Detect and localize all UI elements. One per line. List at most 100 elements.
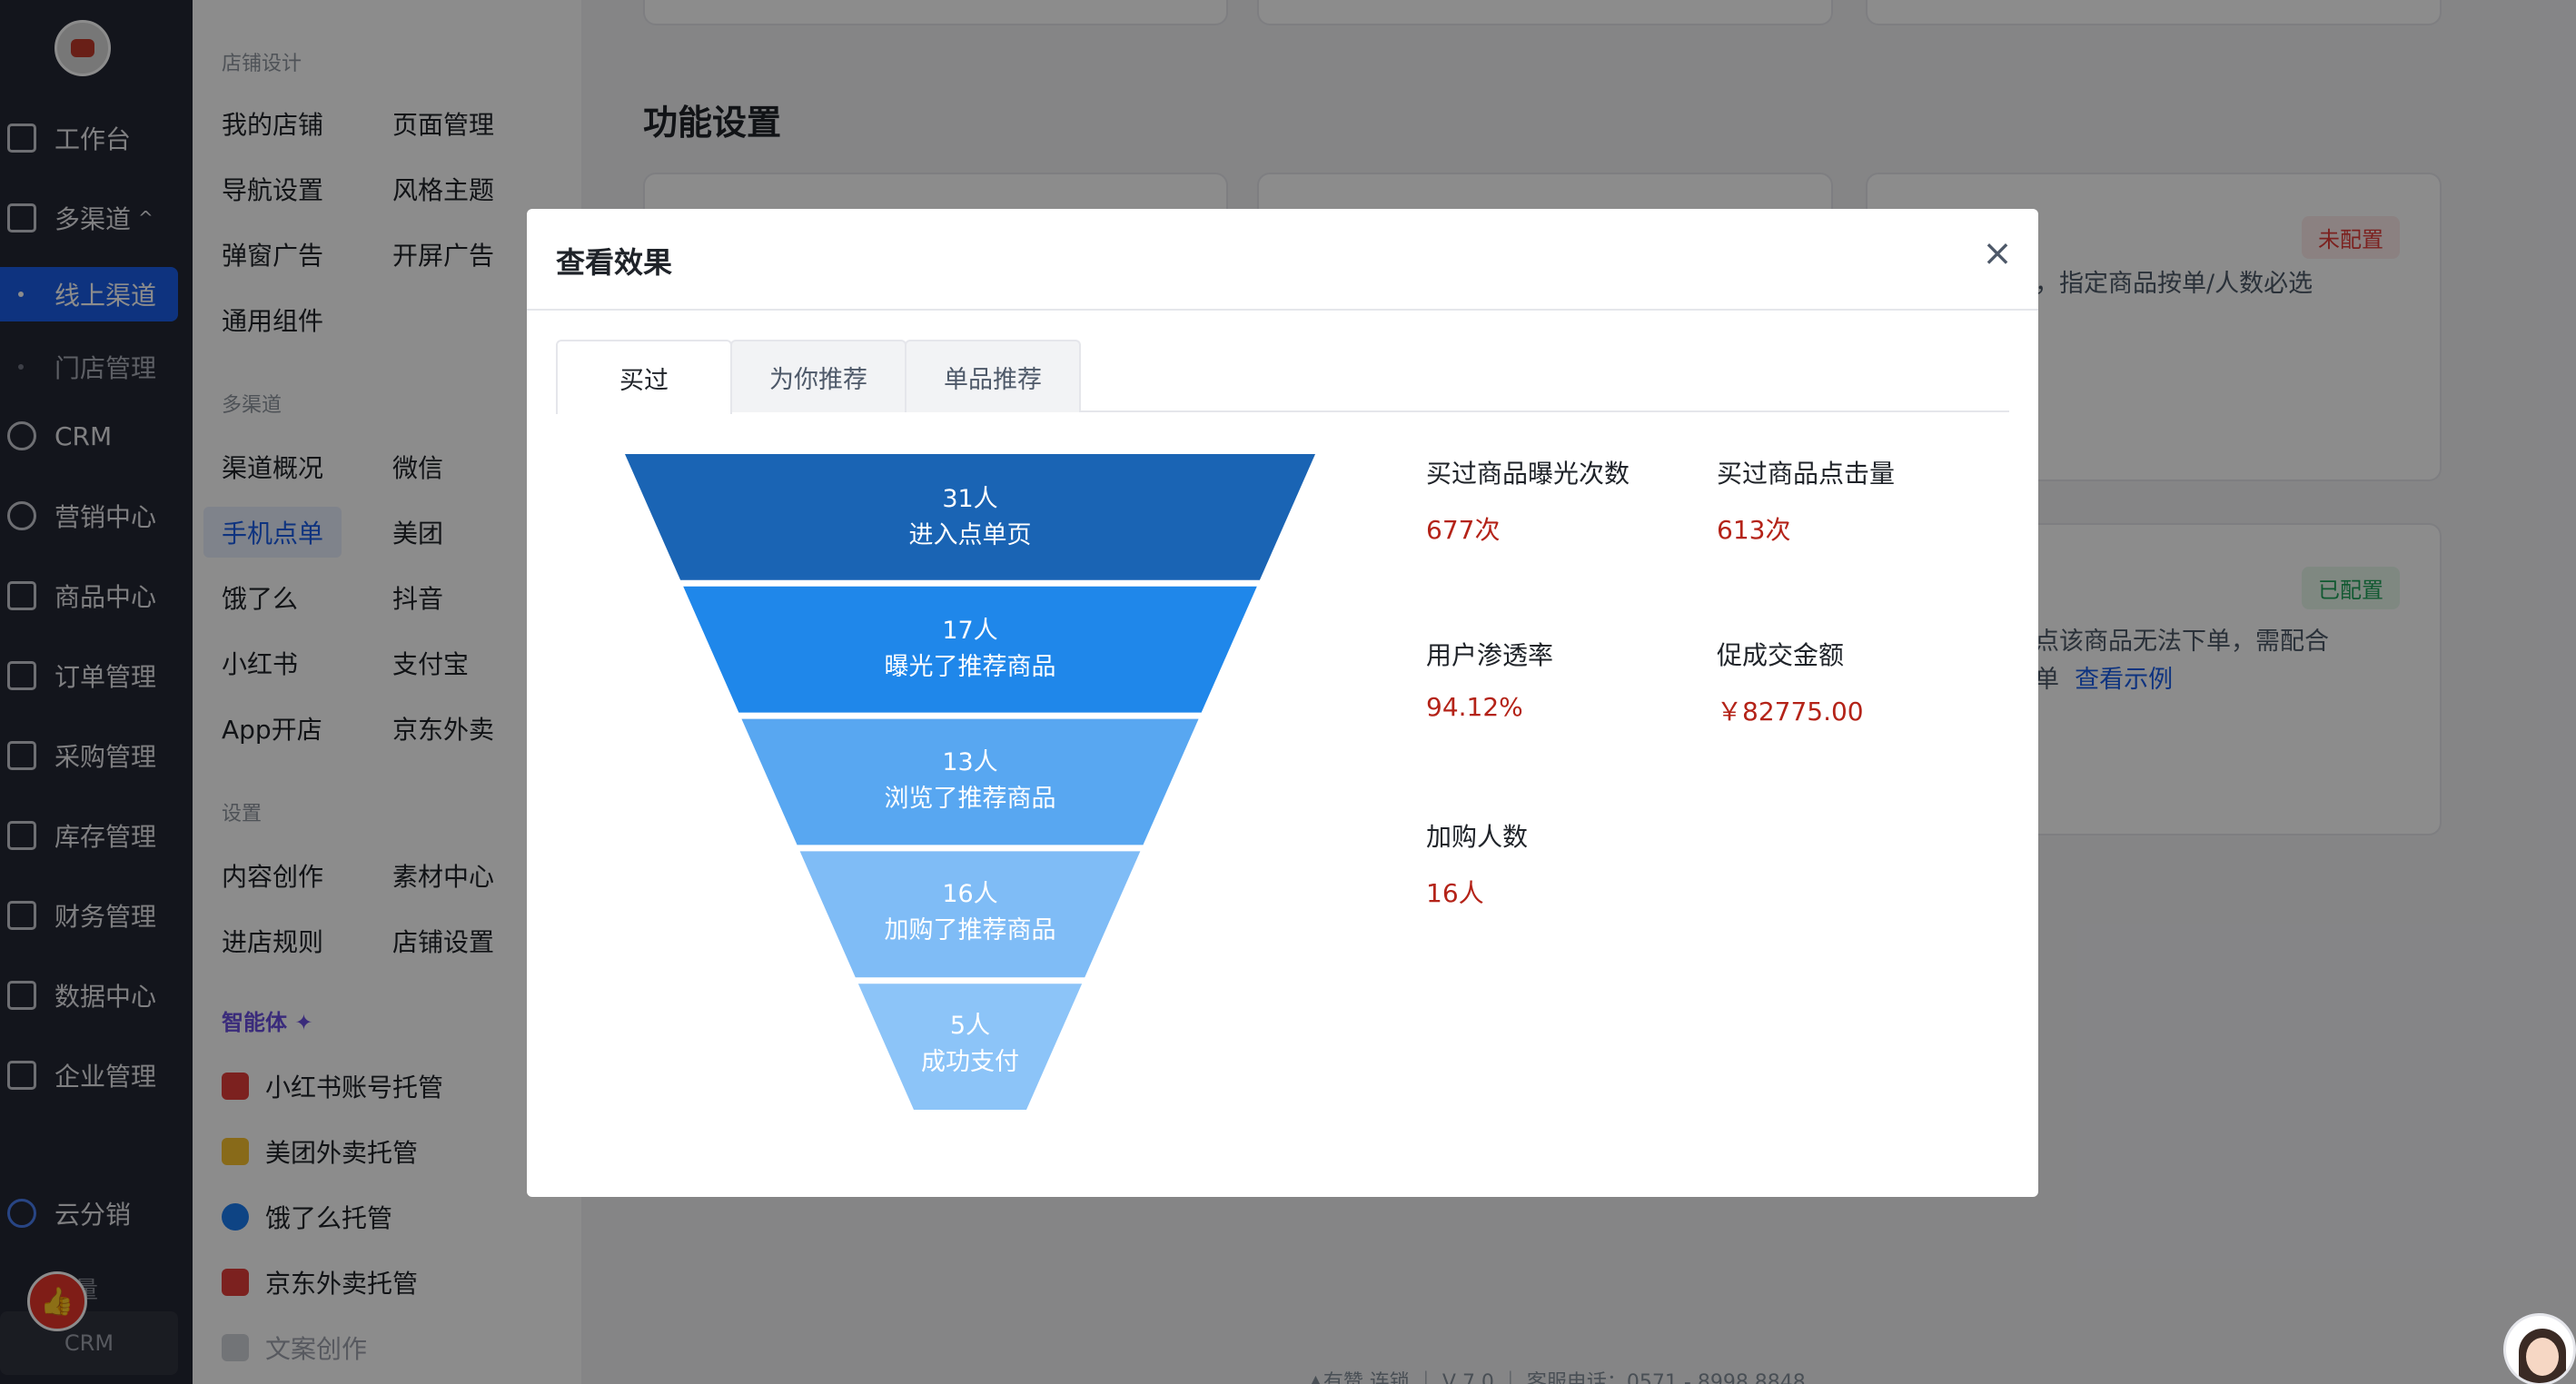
assistant-avatar[interactable] xyxy=(2503,1313,2576,1384)
menu-item[interactable]: 弹窗广告 xyxy=(222,241,324,271)
eleme-icon xyxy=(222,1203,249,1231)
card-description: 单时，指定商品按单/人数必选 xyxy=(1986,270,2313,298)
menu-group-title: 多渠道 xyxy=(222,394,282,417)
tool-copywriting[interactable]: 文案创作 xyxy=(222,1322,367,1373)
nav-label: 商品中心 xyxy=(54,582,157,612)
funnel-stage-label: 17人 曝光了推荐商品 xyxy=(618,613,1323,686)
tool-meituan[interactable]: 美团外卖托管 xyxy=(222,1126,418,1177)
chevron-up-icon: ^ xyxy=(138,207,154,229)
menu-item[interactable]: 进店规则 xyxy=(222,927,324,957)
finance-icon xyxy=(7,901,36,930)
nav-label: 采购管理 xyxy=(54,742,157,772)
funnel-stage-label: 13人 浏览了推荐商品 xyxy=(618,745,1323,817)
footer-text: ▲有赞 连锁 ｜ V 7.0 ｜ 客服电话：0571 - 8998 8848 xyxy=(1308,1371,1806,1384)
funnel-svg xyxy=(625,454,1315,1110)
stat-label: 买过商品点击量 xyxy=(1717,459,1896,489)
funnel-stage-label: 16人 加购了推荐商品 xyxy=(618,876,1323,949)
jd-takeaway-icon xyxy=(222,1269,249,1296)
menu-item[interactable]: 渠道概况 xyxy=(222,453,324,483)
stat-deal-amount: 促成交金额 ￥82775.00 xyxy=(1717,636,2007,728)
tool-jd-takeaway[interactable]: 京东外卖托管 xyxy=(222,1257,418,1308)
stat-click-count: 买过商品点击量 613次 xyxy=(1717,454,2007,547)
nav-label: CRM xyxy=(54,420,113,451)
menu-item[interactable]: 内容创作 xyxy=(222,862,324,892)
menu-item[interactable]: 小红书 xyxy=(222,649,299,679)
meituan-icon xyxy=(222,1138,249,1165)
view-effect-modal: 查看效果 × 买过 为你推荐 单品推荐 31人 进入点单页 17人 曝光了推荐商… xyxy=(527,209,2038,1197)
nav-item-data[interactable]: 数据中心 xyxy=(0,968,193,1023)
menu-item-active[interactable]: 手机点单 xyxy=(203,507,342,558)
modal-tabs: 买过 为你推荐 单品推荐 xyxy=(556,340,2009,414)
funnel-segment xyxy=(857,984,1083,1110)
tab-bought[interactable]: 买过 xyxy=(556,340,732,414)
menu-item[interactable]: 通用组件 xyxy=(222,306,324,336)
tool-eleme[interactable]: 饿了么托管 xyxy=(222,1191,392,1242)
menu-item[interactable]: 我的店铺 xyxy=(222,110,324,140)
top-card xyxy=(1257,0,1833,25)
warehouse-icon xyxy=(7,821,36,850)
nav-label: 营销中心 xyxy=(54,502,157,532)
nav-sub-online-channel[interactable]: 线上渠道 xyxy=(0,267,178,321)
xiaohongshu-icon xyxy=(222,1073,249,1100)
stat-value: 16人 xyxy=(1426,878,1484,908)
card-description-line: 客单点该商品无法下单，需配合 xyxy=(1986,628,2329,656)
tool-label: 京东外卖托管 xyxy=(265,1269,419,1299)
menu-group-title: 设置 xyxy=(222,803,263,825)
nav-item-inventory[interactable]: 库存管理 xyxy=(0,808,193,863)
nav-item-workbench[interactable]: 工作台 xyxy=(0,111,193,165)
view-example-link[interactable]: 查看示例 xyxy=(2075,666,2174,694)
funnel-stage-label: 5人 成功支付 xyxy=(618,1008,1323,1081)
thumbs-up-icon[interactable]: 👍 xyxy=(27,1271,87,1331)
nav-item-marketing[interactable]: 营销中心 xyxy=(0,489,193,543)
nav-item-finance[interactable]: 财务管理 xyxy=(0,888,193,943)
copywriting-icon xyxy=(222,1334,249,1361)
funnel-segment xyxy=(625,454,1315,580)
stat-value: 613次 xyxy=(1717,515,1791,545)
nav-label: 财务管理 xyxy=(54,902,157,932)
nav-sub-store-management[interactable]: 门店管理 xyxy=(0,340,178,394)
nav-label: 工作台 xyxy=(54,124,132,154)
section-title: 功能设置 xyxy=(643,103,782,143)
cloud-distribution-icon xyxy=(7,1199,36,1228)
nav-item-multichannel[interactable]: 多渠道 ^ xyxy=(0,191,193,245)
menu-item[interactable]: 京东外卖 xyxy=(392,715,495,745)
stat-value: 677次 xyxy=(1426,515,1501,545)
tool-xiaohongshu[interactable]: 小红书账号托管 xyxy=(222,1061,443,1112)
order-icon xyxy=(7,661,36,690)
funnel-stage-name: 曝光了推荐商品 xyxy=(884,653,1056,681)
menu-item[interactable]: 微信 xyxy=(392,453,444,483)
menu-item[interactable]: 店铺设置 xyxy=(392,927,495,957)
menu-group-title: 店铺设计 xyxy=(222,53,302,75)
nav-label: 多渠道 xyxy=(54,204,132,234)
tab-single-product-recommendation[interactable]: 单品推荐 xyxy=(905,340,1081,412)
assistant-face xyxy=(2526,1338,2559,1376)
menu-item[interactable]: 风格主题 xyxy=(392,175,495,205)
menu-item[interactable]: App开店 xyxy=(222,715,322,745)
conversion-funnel-chart: 31人 进入点单页 17人 曝光了推荐商品 13人 浏览了推荐商品 16人 加购… xyxy=(618,454,1323,1110)
menu-item[interactable]: 饿了么 xyxy=(222,584,299,614)
funnel-stage-name: 进入点单页 xyxy=(908,521,1032,549)
nav-item-orders[interactable]: 订单管理 xyxy=(0,648,193,703)
menu-item[interactable]: 支付宝 xyxy=(392,649,470,679)
tab-recommended-for-you[interactable]: 为你推荐 xyxy=(730,340,907,412)
store-icon xyxy=(7,203,36,232)
nav-item-enterprise[interactable]: 企业管理 xyxy=(0,1048,193,1102)
menu-item[interactable]: 开屏广告 xyxy=(392,241,495,271)
nav-item-purchase[interactable]: 采购管理 xyxy=(0,728,193,783)
nav-item-crm[interactable]: CRM xyxy=(0,409,193,463)
user-avatar[interactable] xyxy=(54,20,111,76)
crm-shortcut[interactable]: CRM xyxy=(0,1311,178,1375)
funnel-stage-name: 成功支付 xyxy=(921,1048,1019,1076)
nav-item-cloud-distribution[interactable]: 云分销 xyxy=(0,1186,193,1241)
main-nav: 工作台 多渠道 ^ 线上渠道 门店管理 CRM 营销中心 商品中心 订单管理 采… xyxy=(0,0,193,1384)
stat-label: 促成交金额 xyxy=(1717,640,1845,670)
nav-item-products[interactable]: 商品中心 xyxy=(0,568,193,623)
menu-item[interactable]: 页面管理 xyxy=(392,110,495,140)
close-icon[interactable]: × xyxy=(1982,232,2013,274)
menu-item[interactable]: 美团 xyxy=(392,519,444,549)
nav-label: 库存管理 xyxy=(54,822,157,852)
menu-item[interactable]: 抖音 xyxy=(392,584,444,614)
menu-item[interactable]: 导航设置 xyxy=(222,175,324,205)
tool-label: 饿了么托管 xyxy=(265,1203,393,1233)
menu-item[interactable]: 素材中心 xyxy=(392,862,495,892)
